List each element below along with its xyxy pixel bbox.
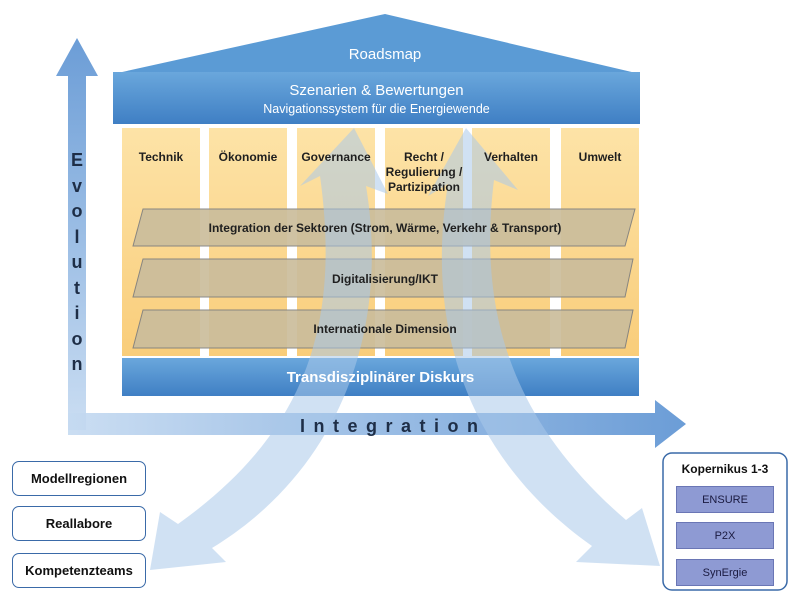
evolution-letter: l [74, 226, 80, 247]
curved-arrow-right [428, 128, 660, 566]
kopernikus-item-synergie: SynErgie [676, 559, 774, 586]
pillar-label-oekonomie: Ökonomie [218, 150, 278, 164]
band-label-sektoren: Integration der Sektoren (Strom, Wärme, … [208, 221, 562, 235]
evolution-letter: v [71, 175, 82, 196]
header-banner [113, 72, 640, 124]
integration-axis-arrow [68, 400, 686, 448]
roof-shape [113, 14, 640, 74]
roof-title: Roadsmap [348, 46, 422, 63]
evolution-letter: o [71, 201, 83, 221]
header-title: Szenarien & Bewertungen [289, 82, 464, 99]
pillar-label-verhalten: Verhalten [483, 150, 539, 164]
pillar-label-governance: Governance [301, 150, 371, 164]
base-title: Transdisziplinärer Diskurs [286, 369, 475, 386]
box-kompetenzteams: Kompetenzteams [12, 553, 146, 588]
evolution-axis-arrow [56, 38, 98, 430]
header-subtitle: Navigationssystem für die Energiewende [263, 102, 490, 116]
box-modellregionen: Modellregionen [12, 461, 146, 496]
kopernikus-item-ensure: ENSURE [676, 486, 774, 513]
evolution-letter: o [71, 328, 83, 349]
box-reallabore: Reallabore [12, 506, 146, 541]
evolution-letter: n [71, 354, 83, 374]
pillar-label-recht: Recht / Regulierung / Partizipation [385, 150, 463, 194]
evolution-letter: i [74, 303, 80, 323]
base-bar [122, 358, 639, 396]
pillar-label-umwelt: Umwelt [578, 150, 622, 164]
evolution-letter: u [71, 252, 83, 272]
kopernikus-item-p2x: P2X [676, 522, 774, 549]
evolution-letter: t [74, 277, 80, 298]
curved-arrow-left [150, 128, 388, 570]
kopernikus-title: Kopernikus 1-3 [681, 462, 769, 476]
band-label-digitalisierung: Digitalisierung/IKT [331, 272, 438, 286]
integration-axis-label: Integration [300, 416, 487, 436]
band-label-international: Internationale Dimension [313, 322, 457, 336]
pillar-label-technik: Technik [138, 150, 184, 164]
evolution-letter: E [70, 150, 83, 170]
